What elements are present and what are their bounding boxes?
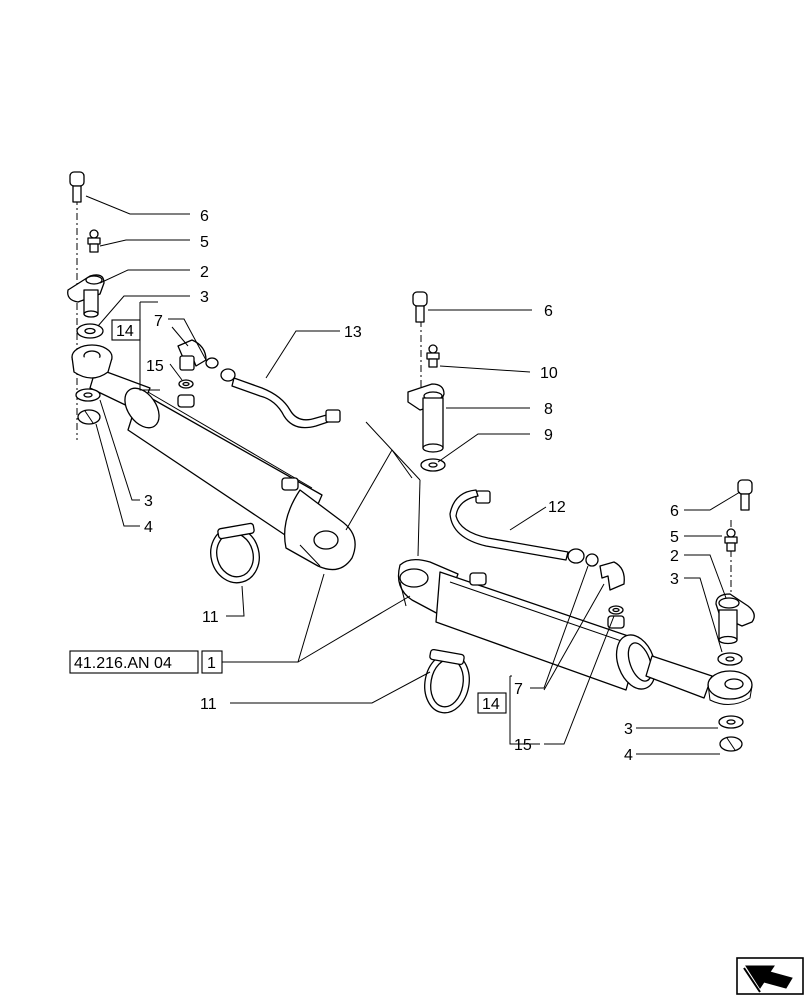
callout-15: 15: [146, 358, 164, 375]
bolt-part-6-middle: [412, 291, 428, 323]
washer-part-3-right-lower: [718, 715, 744, 729]
callout-13: 13: [344, 324, 362, 341]
o-ring-part-15-right: [608, 605, 624, 615]
ref-num-box: [201, 650, 223, 674]
callout-7: 7: [154, 313, 163, 330]
pin-part-2-right: [715, 593, 755, 645]
washer-part-3: [76, 323, 104, 339]
left-cylinder: [71, 344, 356, 571]
leader-lines: [85, 195, 741, 755]
callout-11: 11: [202, 609, 219, 626]
pin-part-2: [67, 274, 105, 318]
callout-4-right: 4: [624, 747, 633, 764]
callout-3-right-lower: 3: [624, 721, 633, 738]
washer-part-9: [420, 458, 446, 472]
callout-labels: 6 5 2 3 14 7 15 13 3 4 11 41.216.AN 04 1…: [69, 208, 679, 764]
callout-2-right: 2: [670, 548, 679, 565]
elbow-fitting-part-7-right: [585, 553, 625, 591]
callout-7-right: 7: [514, 681, 523, 698]
callout-4: 4: [144, 519, 153, 536]
ref-code: 41.216.AN 04: [74, 655, 172, 672]
callout-6: 6: [200, 208, 209, 225]
left-assembly: [67, 171, 356, 584]
hydraulic-tube-part-12: [449, 489, 585, 564]
callout-11-lower: 11: [200, 696, 217, 713]
ref-code-box: [69, 650, 199, 674]
callout-6-middle: 6: [544, 303, 553, 320]
callout-12: 12: [548, 499, 566, 516]
callout-5: 5: [200, 234, 209, 251]
next-page-arrow-icon[interactable]: [736, 957, 804, 995]
callout-14: 14: [116, 323, 134, 340]
right-cylinder: [397, 558, 753, 705]
hose-clamp-part-11: [210, 522, 260, 584]
washer-part-3-right: [717, 652, 743, 666]
grease-nipple-part-5-right: [724, 528, 738, 552]
bolt-part-6-right: [737, 479, 753, 511]
o-ring-part-15: [178, 379, 194, 389]
callout-14-box-right: [477, 692, 507, 714]
callout-14-right: 14: [482, 696, 500, 713]
hose-clamp-part-11-right: [424, 648, 470, 714]
callout-3-right: 3: [670, 571, 679, 588]
hydraulic-tube-part-13: [220, 368, 341, 429]
callout-2: 2: [200, 264, 209, 281]
callout-6-right: 6: [670, 503, 679, 520]
grease-nipple-part-5: [87, 229, 101, 253]
callout-14-box: [111, 319, 141, 341]
callout-5-right: 5: [670, 529, 679, 546]
lock-washer-part-4-right: [719, 736, 743, 752]
callout-3: 3: [200, 289, 209, 306]
right-assembly: [397, 479, 755, 752]
callout-15-right: 15: [514, 737, 532, 754]
callout-9: 9: [544, 427, 553, 444]
middle-pin-assembly: [407, 291, 446, 472]
lock-washer-part-4: [77, 409, 101, 425]
washer-part-3-lower: [75, 388, 101, 402]
ref-num: 1: [207, 655, 216, 672]
grease-nipple-part-10: [426, 344, 440, 368]
pin-part-8: [407, 383, 445, 453]
callout-8: 8: [544, 401, 553, 418]
callout-10: 10: [540, 365, 558, 382]
callout-3-lower: 3: [144, 493, 153, 510]
bolt-part-6: [69, 171, 85, 203]
